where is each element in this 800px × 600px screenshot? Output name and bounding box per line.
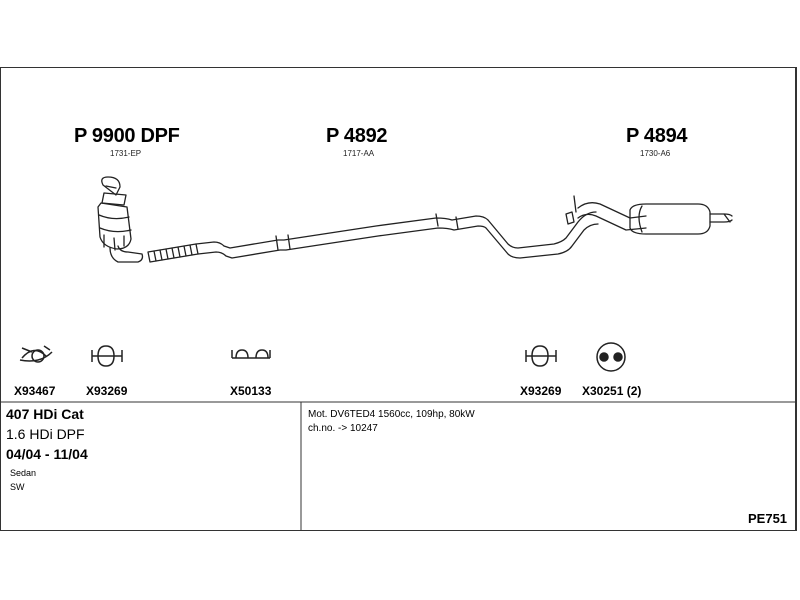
gasket-icon xyxy=(231,349,271,359)
body-type-sedan: Sedan xyxy=(10,468,37,478)
vehicle-engine: 1.6 HDi DPF xyxy=(6,426,85,442)
u-bolt-clamp-icon xyxy=(91,345,123,367)
hardware-code-x30251: X30251 (2) xyxy=(582,384,642,398)
chassis-number: ch.no. -> 10247 xyxy=(308,423,378,434)
part-number-dpf: P 9900 DPF xyxy=(74,125,180,147)
hardware-code-x93269: X93269 xyxy=(86,384,128,398)
part-number-middle-pipe: P 4892 xyxy=(326,125,388,147)
rubber-mount-icon xyxy=(596,342,626,372)
vehicle-model: 407 HDi Cat xyxy=(6,406,84,422)
middle-pipe-drawing xyxy=(195,211,597,249)
diagram-frame xyxy=(0,67,797,531)
part-number-rear-silencer: P 4894 xyxy=(626,125,688,147)
band-clamp-icon xyxy=(19,345,53,363)
rear-silencer-drawing xyxy=(629,203,733,235)
hardware-code-x50133: X50133 xyxy=(230,384,272,398)
vehicle-years: 04/04 - 11/04 xyxy=(6,446,88,462)
part-ref-middle-pipe: 1717-AA xyxy=(343,149,375,158)
flex-pipe-drawing xyxy=(147,243,199,263)
part-ref-rear-silencer: 1730-A6 xyxy=(640,149,671,158)
body-type-sw: SW xyxy=(10,482,25,492)
engine-spec: Mot. DV6TED4 1560cc, 109hp, 80kW xyxy=(308,409,475,420)
u-bolt-clamp-icon xyxy=(525,345,557,367)
part-ref-dpf: 1731-EP xyxy=(110,149,142,158)
diagram-code: PE751 xyxy=(748,511,788,526)
hardware-code-x93269-rear: X93269 xyxy=(520,384,562,398)
dpf-unit-drawing xyxy=(97,176,144,263)
hardware-code-x93467: X93467 xyxy=(14,384,56,398)
